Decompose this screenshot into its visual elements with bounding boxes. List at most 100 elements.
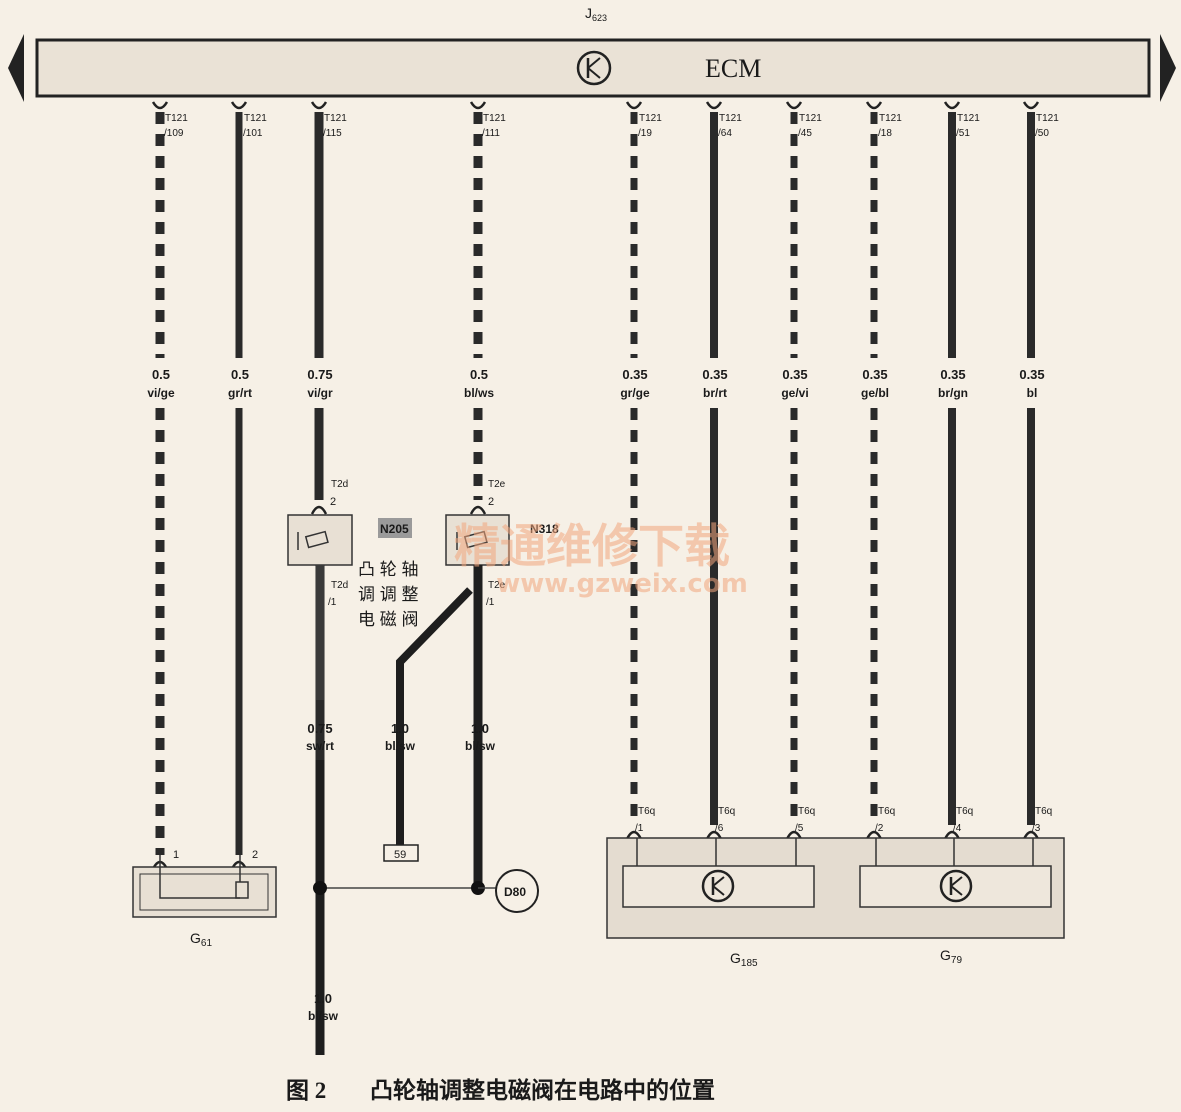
valve-coil-icon (456, 530, 488, 550)
t6q-conn: T6q (956, 806, 973, 817)
ecm-pin-conn: T121 (879, 113, 902, 124)
figure-caption: 凸轮轴调整电磁阀在电路中的位置 (370, 1077, 715, 1103)
connector-pin-icon (865, 830, 883, 840)
watermark-line-1: 精通维修下载 (454, 519, 730, 573)
ecm-pin-conn: T121 (165, 113, 188, 124)
wire-size-bottom: 1.0 (314, 991, 332, 1006)
wire-size-n318-out: 1.0 (471, 721, 489, 736)
right-arrow-icon (1160, 34, 1176, 102)
wire-color-branch: bl/sw (385, 739, 416, 753)
connector-pin-icon (705, 830, 723, 840)
sensor-block-g185-g79: G185 G79 (606, 837, 1065, 969)
t6q-pin: /4 (953, 823, 962, 834)
t6q-pin: /5 (795, 823, 804, 834)
connector-pin-icon (1022, 101, 1040, 110)
ground-ref: D80 (504, 885, 526, 899)
transistor-icon (701, 869, 735, 903)
connector-pin-icon (943, 101, 961, 110)
connector-pin-icon (310, 505, 328, 515)
valve-caption-line-3: 电 磁 阀 (358, 610, 418, 629)
wire-size: 0.35 (622, 367, 647, 382)
g61-label: G61 (190, 930, 212, 949)
valve-coil-icon (297, 530, 329, 550)
connector-pin-icon (469, 505, 487, 515)
t6q-pin: /2 (875, 823, 884, 834)
lower-wiring: D80 59 0.75 sw/rt 1.0 bl/sw 1.0 bl/sw 1.… (306, 565, 539, 1055)
connector-pin-icon (785, 101, 803, 110)
wire-size: 0.5 (152, 367, 170, 382)
wire-column: T121/109 0.5 vi/ge (147, 101, 188, 870)
valve-caption-line-2: 调 调 整 (358, 585, 418, 604)
transistor-icon (576, 50, 612, 86)
ecm-pin-number: /111 (482, 128, 500, 139)
ecm-bar: ECM J623 (8, 5, 1176, 102)
wire-column: T121/101 0.5 gr/rt (228, 101, 267, 870)
connector-pin-icon (943, 830, 961, 840)
g61-pin-2: 2 (252, 849, 258, 861)
wire-size: 0.35 (940, 367, 965, 382)
ecm-pin-number: /64 (718, 128, 732, 139)
connector-pin-icon (310, 101, 328, 110)
t6q-conn: T6q (798, 806, 815, 817)
connector-pin-icon (625, 830, 643, 840)
sensor-element-icon (235, 855, 249, 899)
valve-n318-top-pin: 2 (488, 496, 494, 508)
valve-n205-top-conn: T2d (331, 479, 348, 490)
valve-caption-line-1: 凸 轮 轴 (358, 560, 418, 579)
ecm-pin-conn: T121 (719, 113, 742, 124)
t6q-pin: /1 (635, 823, 644, 834)
figure-number: 图 2 (286, 1078, 326, 1103)
t6q-pin: /3 (1032, 823, 1041, 834)
connector-pin-icon (469, 101, 487, 110)
wire-size: 0.35 (702, 367, 727, 382)
ecm-id: J623 (585, 5, 607, 23)
ecm-pin-conn: T121 (483, 113, 506, 124)
fuse-ref: 59 (394, 849, 406, 861)
t6q-conn: T6q (1035, 806, 1052, 817)
ecm-pin-number: /101 (243, 128, 263, 139)
g185-label: G185 (730, 950, 758, 969)
connector-pin-icon (865, 101, 883, 110)
ecm-pin-number: /109 (164, 128, 184, 139)
connector-pin-icon (151, 101, 169, 110)
wire-color-bottom: bl/sw (308, 1009, 339, 1023)
ecm-pin-conn: T121 (957, 113, 980, 124)
ecm-pin-conn: T121 (244, 113, 267, 124)
valve-n318-bot-conn: T2e (488, 580, 506, 591)
ecm-pin-conn: T121 (1036, 113, 1059, 124)
valve-n205: N205 T2d 2 T2d /1 凸 轮 轴 调 调 整 电 磁 阀 (287, 479, 418, 629)
wire-color-code: gr/rt (228, 386, 252, 400)
ecm-pin-conn: T121 (639, 113, 662, 124)
wire-size: 0.35 (782, 367, 807, 382)
wire-color-n318-out: bl/sw (465, 739, 496, 753)
valve-n205-top-pin: 2 (330, 496, 336, 508)
g79-label: G79 (940, 947, 962, 966)
g61-pin-1: 1 (173, 849, 179, 861)
valve-n318-top-conn: T2e (488, 479, 506, 490)
wire-color-code: vi/ge (147, 386, 175, 400)
wire-color-code: vi/gr (307, 386, 333, 400)
wire-size: 0.75 (307, 367, 332, 382)
valve-n318-name: N318 (530, 522, 559, 536)
valve-n318: N318 T2e 2 T2e /1 (445, 479, 559, 608)
ground-point: D80 (495, 869, 539, 913)
ecm-pin-number: /115 (323, 128, 342, 139)
connector-pin-icon (625, 101, 643, 110)
ecm-pin-number: /45 (798, 128, 812, 139)
transistor-icon (939, 869, 973, 903)
connector-pin-icon (785, 830, 803, 840)
wire-size: 0.35 (1019, 367, 1044, 382)
connector-pin-icon (1022, 830, 1040, 840)
wire-color-code: br/gn (938, 386, 968, 400)
wire-size: 0.5 (231, 367, 249, 382)
ecm-pin-conn: T121 (324, 113, 347, 124)
watermark-line-2: www.gzweix.com (496, 569, 748, 599)
wire-size-n205-out: 0.75 (307, 721, 332, 736)
